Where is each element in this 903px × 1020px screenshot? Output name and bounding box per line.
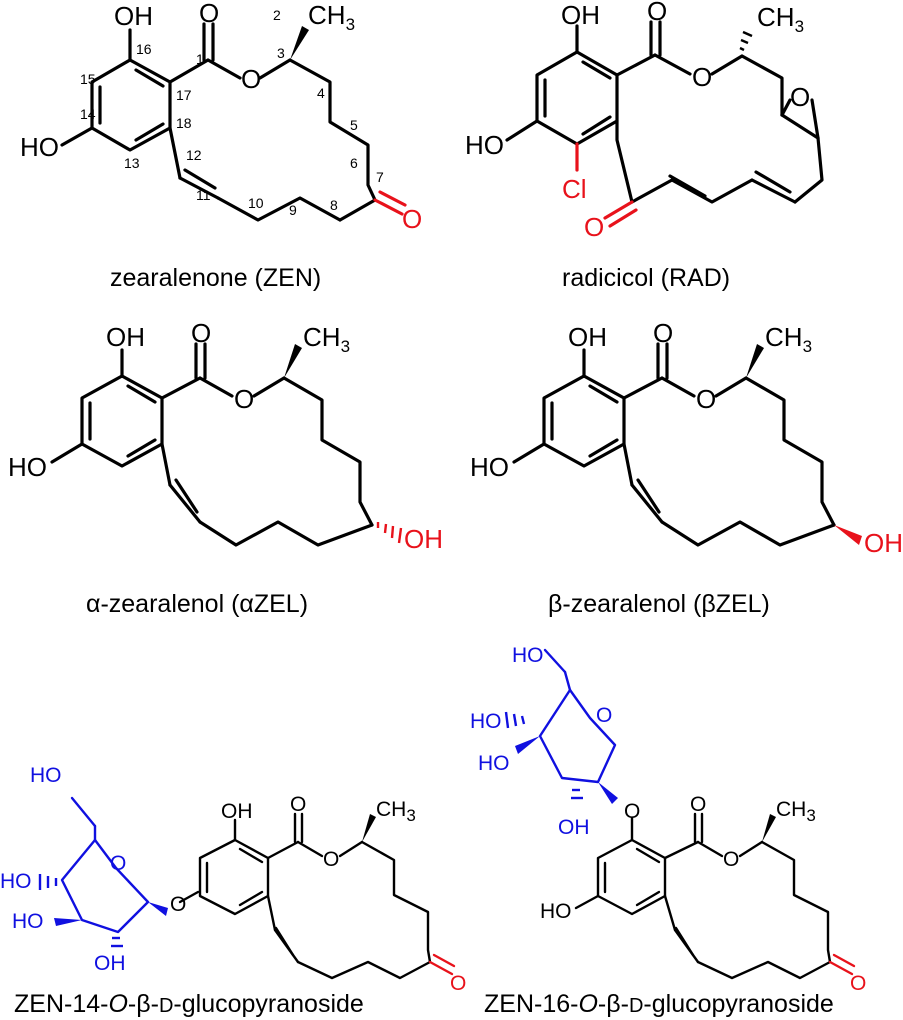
svg-text:7: 7 [376, 169, 384, 185]
g16-o-link: O [624, 800, 640, 823]
svg-text:2: 2 [273, 7, 281, 23]
svg-text:11: 11 [196, 187, 211, 203]
zen-oh-top: OH [114, 1, 153, 31]
azel-ho-left: HO [8, 452, 47, 482]
svg-text:15: 15 [80, 71, 96, 87]
hashed-bond-red [376, 522, 403, 544]
benzene-ring [198, 838, 270, 916]
g16-sugar-ho-ch2: HO [512, 644, 544, 667]
svg-text:13: 13 [124, 155, 140, 171]
g16-sugar-ho-2: HO [478, 752, 510, 775]
g16-sugar-o-ring: O [596, 704, 612, 727]
bzel-o-ester: O [696, 384, 716, 414]
svg-text:3: 3 [277, 45, 285, 61]
svg-text:14: 14 [80, 106, 96, 122]
zen-ho-left: HO [20, 132, 59, 162]
bzel-methyl: CH3 [765, 322, 812, 356]
g14-methyl: CH3 [376, 798, 416, 825]
caption-bzel: β-zearalenol (βZEL) [548, 590, 770, 618]
g16-methyl: CH3 [776, 798, 816, 825]
molecule-g16: HO O HO HO OH O HO O O CH3 O Z [470, 644, 866, 1018]
caption-zen: zearalenone (ZEN) [110, 264, 321, 292]
hashed-bond [739, 30, 753, 52]
svg-text:16: 16 [136, 41, 152, 57]
rad-o-carbonyl: O [647, 0, 667, 26]
g14-sugar-oh-3: OH [94, 952, 126, 975]
azel-oh-alcohol: OH [404, 524, 443, 554]
molecule-rad: OH HO O O CH3 O Cl O radicicol (RAD) [465, 0, 824, 292]
caption-azel: α-zearalenol (αZEL) [86, 590, 308, 618]
zen-methyl: CH3 [308, 0, 355, 34]
glucose-unit: HO O HO HO OH [470, 644, 618, 839]
rad-oh-top: OH [561, 0, 600, 30]
svg-text:1: 1 [196, 51, 204, 67]
g16-sugar-ho-1: HO [470, 710, 502, 733]
g16-o-ketone: O [850, 972, 866, 995]
bzel-oh-alcohol: OH [864, 528, 903, 558]
bzel-ho-left: HO [470, 452, 509, 482]
hashed-bonds-blue [38, 874, 123, 948]
benzene-ring [596, 838, 667, 916]
g16-sugar-oh-3: OH [558, 816, 590, 839]
zen-o-ester: O [241, 64, 261, 94]
g14-sugar-ho-1: HO [0, 870, 32, 893]
molecule-bzel: OH HO O O CH3 OH β-zearalenol (βZEL) [470, 318, 903, 618]
svg-text:4: 4 [317, 85, 325, 101]
atom-numbers: 1 2 3 4 5 6 7 8 9 10 11 12 13 14 15 16 1… [80, 7, 384, 218]
svg-text:17: 17 [176, 87, 192, 103]
g14-o-ketone: O [450, 972, 466, 995]
caption-g14: ZEN-14-O-β-D-glucopyranoside [14, 990, 364, 1018]
azel-methyl: CH3 [303, 322, 350, 356]
bzel-oh-top: OH [568, 322, 607, 352]
svg-text:5: 5 [350, 117, 358, 133]
g16-ho-left: HO [540, 900, 572, 923]
glucose-unit: HO O HO HO OH [0, 764, 168, 975]
rad-ho-left: HO [465, 130, 504, 160]
caption-g16: ZEN-16-O-β-D-glucopyranoside [484, 990, 834, 1018]
molecule-g14: HO O HO HO OH O OH O O CH3 O Z [0, 764, 466, 1018]
caption-rad: radicicol (RAD) [562, 264, 730, 292]
g16-o-ester: O [723, 848, 739, 871]
zen-o-ketone: O [402, 204, 422, 234]
azel-o-ester: O [234, 384, 254, 414]
rad-o-epoxide: O [790, 82, 810, 112]
rad-o-ester: O [692, 62, 712, 92]
g14-o-ester: O [323, 848, 339, 871]
g14-o-link: O [170, 893, 186, 916]
svg-text:18: 18 [176, 115, 192, 131]
zen-o-carbonyl: O [199, 0, 219, 28]
svg-text:9: 9 [289, 202, 297, 218]
g14-sugar-ho-2: HO [12, 910, 44, 933]
svg-text:12: 12 [186, 147, 202, 163]
g14-sugar-o-ring: O [110, 852, 126, 875]
azel-o-carbonyl: O [191, 318, 211, 348]
g14-sugar-ho-ch2: HO [30, 764, 62, 787]
benzene-ring [535, 50, 619, 146]
svg-text:6: 6 [350, 155, 358, 171]
benzene-ring [542, 374, 626, 468]
bzel-o-carbonyl: O [653, 318, 673, 348]
benzene-ring [80, 374, 164, 468]
rad-methyl: CH3 [757, 2, 804, 36]
g14-o-carbonyl: O [290, 793, 306, 816]
rad-cl: Cl [562, 174, 587, 204]
g14-oh-top: OH [221, 800, 253, 823]
g16-o-carbonyl: O [690, 793, 706, 816]
svg-text:10: 10 [248, 195, 264, 211]
rad-o-ketone: O [584, 212, 604, 242]
benzene-ring [90, 58, 172, 152]
svg-text:8: 8 [330, 197, 338, 213]
molecule-azel: OH HO O O CH3 OH α-zearalenol (αZEL) [8, 318, 443, 618]
azel-oh-top: OH [106, 322, 145, 352]
hashed-bonds-blue [504, 711, 583, 800]
molecule-zen: OH HO O O CH3 O 1 2 3 4 5 6 7 8 9 10 11 … [20, 0, 422, 292]
